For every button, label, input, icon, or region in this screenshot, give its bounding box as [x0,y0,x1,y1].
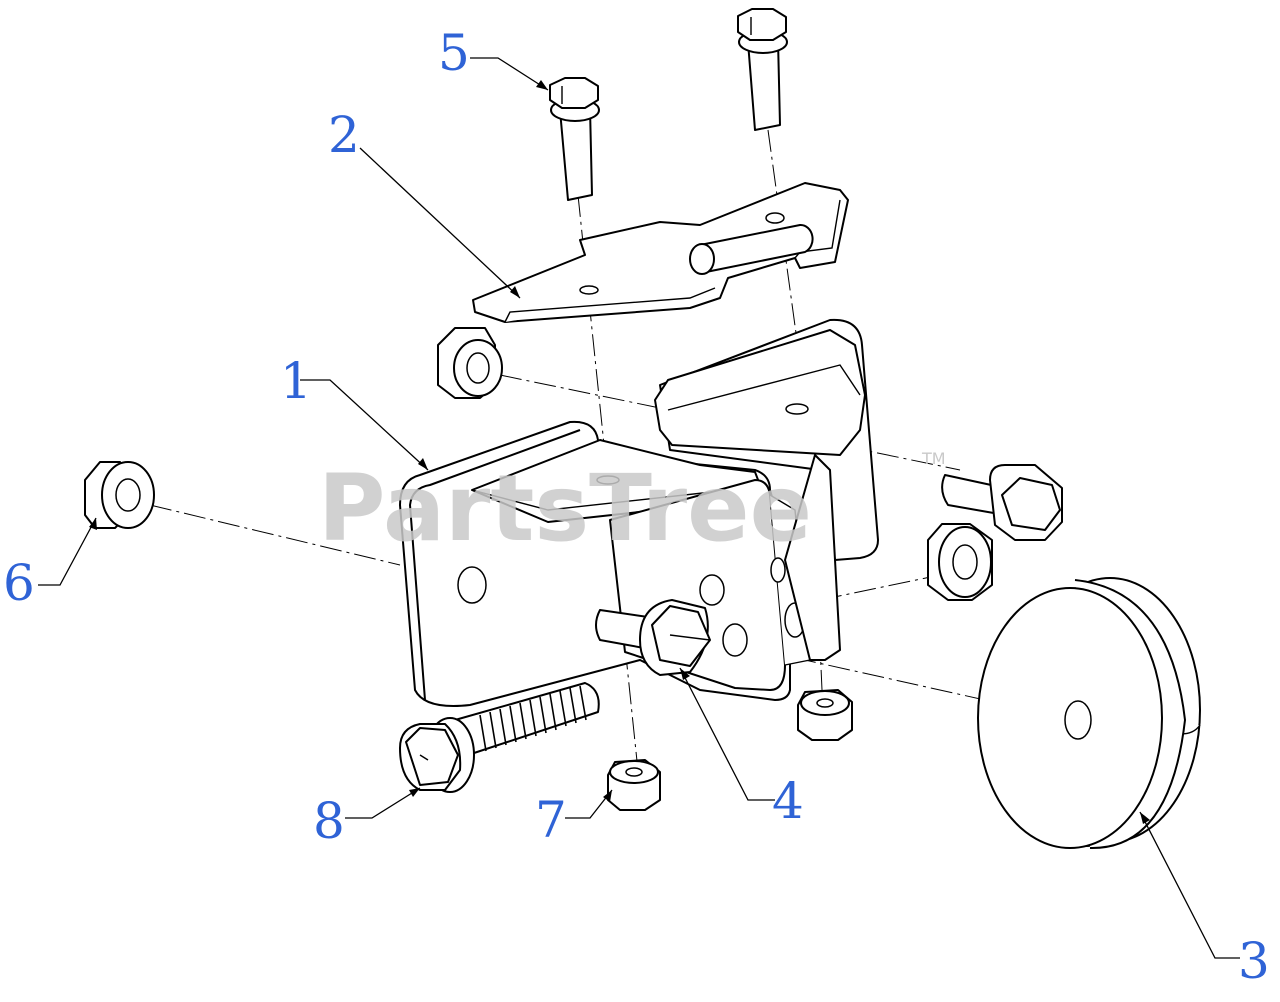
callout-8: 8 [313,792,345,850]
bolt-threads [479,685,587,752]
flange-nut-part-6[interactable] [84,461,155,529]
side-bolt-right[interactable] [941,464,1063,541]
leader-lines [38,57,1240,959]
callout-3: 3 [1238,932,1270,990]
callout-7: 7 [535,791,567,849]
pulley-part-3[interactable] [977,577,1201,850]
watermark: PartsTree TM [318,449,946,562]
callout-6: 6 [3,554,35,612]
threaded-bolt-part-8[interactable] [399,682,600,793]
flange-nut-lower[interactable] [797,689,853,741]
bolt-part-5-second[interactable] [737,8,788,131]
callout-2: 2 [328,106,360,164]
watermark-trademark: TM [921,449,946,468]
hex-bolt-part-4[interactable] [595,599,711,676]
callout-4: 4 [772,772,804,830]
flange-nut-upper[interactable] [437,327,503,399]
flange-nut-right[interactable] [927,523,993,601]
watermark-text: PartsTree [318,455,812,562]
flange-nut-part-7[interactable] [607,759,661,811]
callout-5: 5 [438,24,470,82]
main-bracket-rear[interactable] [654,318,879,561]
bracket-plate-part-2[interactable] [472,182,849,323]
callout-1: 1 [280,352,312,410]
bracket-part-1[interactable] [399,420,841,707]
callout-labels: 1 2 3 4 5 6 7 8 [3,24,1270,990]
bolt-part-5[interactable] [549,77,600,201]
